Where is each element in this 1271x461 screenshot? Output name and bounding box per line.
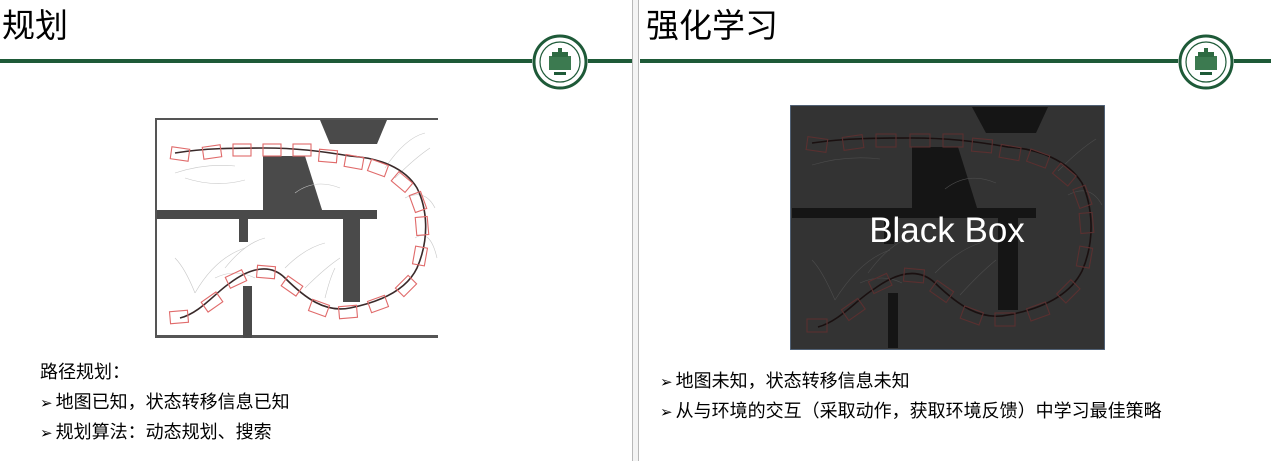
bullet-item: ➢地图已知，状态转移信息已知	[40, 388, 290, 418]
rl-text-block: ➢地图未知，状态转移信息未知 ➢从与环境的交互（采取动作，获取环境反馈）中学习最…	[660, 367, 1162, 427]
slide-divider	[632, 0, 640, 461]
black-box-map-figure: Black Box	[789, 104, 1106, 351]
black-box-label: Black Box	[869, 211, 1025, 250]
planning-map-figure	[155, 118, 438, 338]
university-seal-icon	[1178, 34, 1234, 90]
planning-text-block: 路径规划： ➢地图已知，状态转移信息已知 ➢规划算法：动态规划、搜索	[40, 358, 290, 448]
bullet-text: 规划算法：动态规划、搜索	[55, 422, 272, 443]
university-seal-icon	[532, 34, 588, 90]
bullet-text: 地图未知，状态转移信息未知	[675, 371, 910, 392]
arrowhead-icon: ➢	[660, 373, 673, 391]
slide-title: 强化学习	[646, 6, 778, 45]
arrowhead-icon: ➢	[40, 424, 53, 442]
arrowhead-icon: ➢	[40, 394, 53, 412]
title-underline	[0, 59, 632, 63]
section-heading: 路径规划：	[40, 362, 130, 383]
slide-title: 规划	[2, 6, 68, 45]
bullet-item: ➢从与环境的交互（采取动作，获取环境反馈）中学习最佳策略	[660, 397, 1162, 427]
bullet-text: 从与环境的交互（采取动作，获取环境反馈）中学习最佳策略	[675, 401, 1162, 422]
bullet-item: ➢地图未知，状态转移信息未知	[660, 367, 1162, 397]
bullet-text: 地图已知，状态转移信息已知	[55, 392, 290, 413]
arrowhead-icon: ➢	[660, 403, 673, 421]
bullet-item: ➢规划算法：动态规划、搜索	[40, 418, 290, 448]
title-underline	[640, 59, 1271, 63]
